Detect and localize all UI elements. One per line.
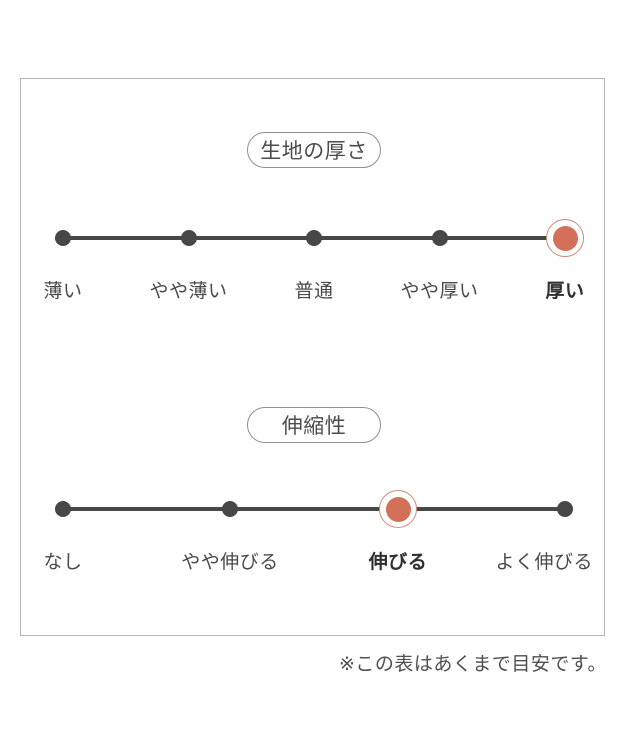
fabric-thickness-dot-2 xyxy=(180,230,197,246)
fabric-thickness-selected-marker xyxy=(546,219,584,257)
stretch-title-pill: 伸縮性 xyxy=(247,407,381,443)
fabric-thickness-title: 生地の厚さ xyxy=(260,140,368,163)
stretch-label-2: やや伸びる xyxy=(181,552,279,573)
stretch-track xyxy=(63,507,565,511)
fabric-thickness-title-pill: 生地の厚さ xyxy=(247,132,381,168)
stretch-dot-1 xyxy=(55,501,71,517)
stretch-dot-2 xyxy=(222,501,238,517)
fabric-thickness-dot-4 xyxy=(431,230,448,246)
fabric-thickness-label-1: 薄い xyxy=(43,281,83,302)
fabric-thickness-label-5-selected: 厚い xyxy=(545,281,585,302)
stretch-label-4: よく伸びる xyxy=(495,552,593,573)
fabric-thickness-dot-3 xyxy=(306,230,322,246)
fabric-thickness-label-2: やや薄い xyxy=(149,281,228,302)
fabric-thickness-label-3: 普通 xyxy=(294,281,334,302)
stretch-title: 伸縮性 xyxy=(281,415,347,438)
stretch-label-3-selected: 伸びる xyxy=(368,552,428,573)
stretch-label-1: なし xyxy=(43,552,83,573)
footnote: ※この表はあくまで目安です。 xyxy=(338,654,607,675)
selected-dot xyxy=(552,225,578,251)
fabric-thickness-dot-1 xyxy=(55,230,71,246)
spec-panel: 生地の厚さ 薄い やや薄い 普通 やや厚い 厚い 伸縮性 なし やや伸びる 伸び… xyxy=(20,78,605,636)
stretch-dot-4 xyxy=(557,501,573,517)
stretch-selected-marker xyxy=(379,490,417,528)
fabric-thickness-label-4: やや厚い xyxy=(400,281,479,302)
selected-dot xyxy=(385,496,411,522)
